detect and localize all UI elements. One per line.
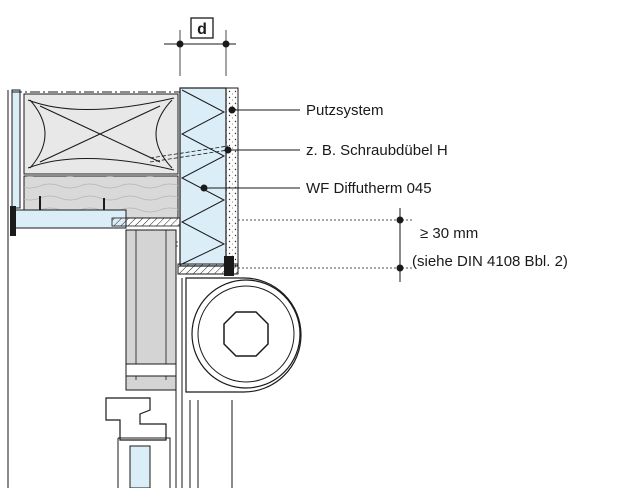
dimension-d-label: d	[197, 21, 207, 38]
label-schraubduebel: z. B. Schraubdübel H	[306, 142, 448, 159]
leader-lines	[200, 106, 300, 192]
label-wf-diffutherm: WF Diffutherm 045	[306, 180, 432, 197]
dimension-overlap-reference: (siehe DIN 4108 Bbl. 2)	[412, 253, 568, 270]
roller-shutter-box	[185, 277, 302, 488]
plaster-system	[177, 87, 239, 276]
wood-fibre-insulation	[179, 87, 227, 267]
dimension-overlap-value: ≥ 30 mm	[420, 225, 478, 242]
cavity-insulation	[23, 93, 179, 175]
label-putzsystem: Putzsystem	[306, 102, 384, 119]
window-frame	[105, 229, 183, 488]
dimension-overlap	[238, 208, 412, 282]
dimension-d: d	[164, 17, 236, 76]
reveal-board	[10, 206, 183, 236]
